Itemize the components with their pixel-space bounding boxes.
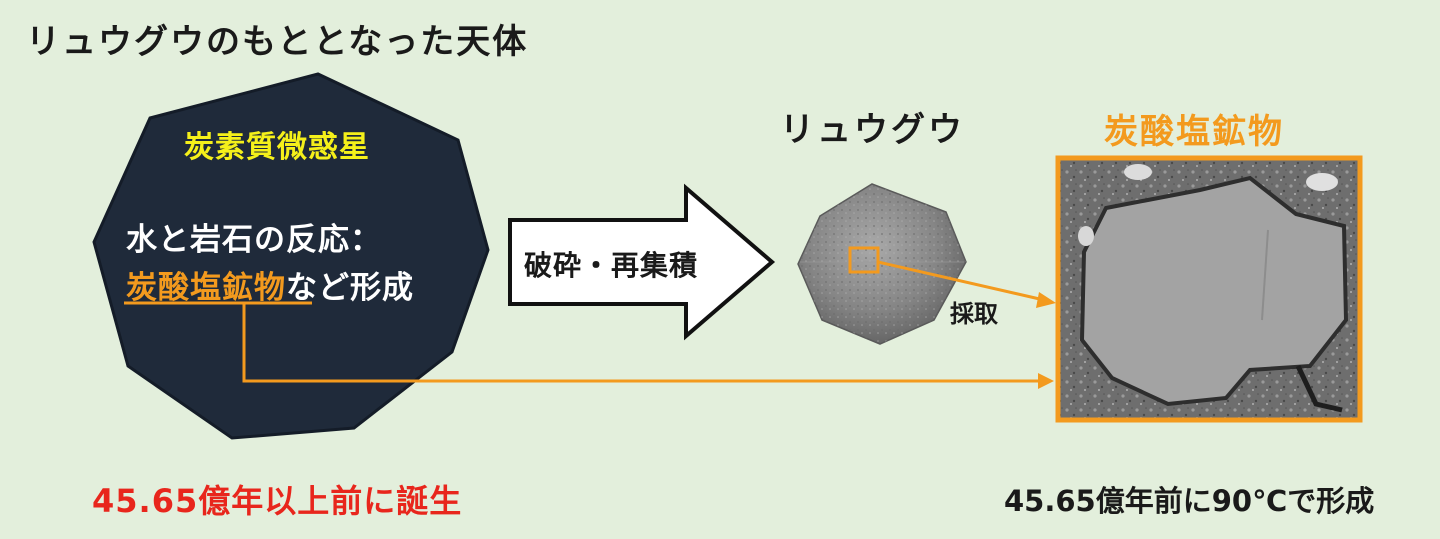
process-arrow — [508, 183, 776, 341]
connector-line — [242, 303, 1040, 383]
reaction-highlight-term: 炭酸塩鉱物 — [126, 270, 286, 306]
parent-body-shape — [92, 72, 490, 440]
sampling-arrowhead — [1036, 292, 1056, 308]
parent-body-label: 炭素質微惑星 — [184, 130, 370, 165]
process-arrow-label: 破砕・再集積 — [524, 249, 699, 282]
reaction-text-line1: 水と岩石の反応： — [126, 222, 382, 258]
mineral-formation-note: 45.65億年前に90℃で形成 — [1004, 484, 1375, 518]
sampling-box — [848, 246, 880, 274]
page-title: リュウグウのもととなった天体 — [26, 22, 529, 62]
parent-body-age: 45.65億年以上前に誕生 — [92, 482, 463, 520]
sampling-label: 採取 — [950, 300, 998, 328]
ryugu-label: リュウグウ — [780, 110, 965, 150]
reaction-text-rest: など形成 — [286, 270, 414, 306]
sampling-line — [877, 260, 1045, 302]
mineral-micrograph — [1055, 155, 1363, 423]
mineral-label: 炭酸塩鉱物 — [1104, 112, 1284, 152]
connector-arrowhead — [1038, 373, 1054, 389]
reaction-text-line2: 炭酸塩鉱物など形成 — [126, 262, 414, 307]
